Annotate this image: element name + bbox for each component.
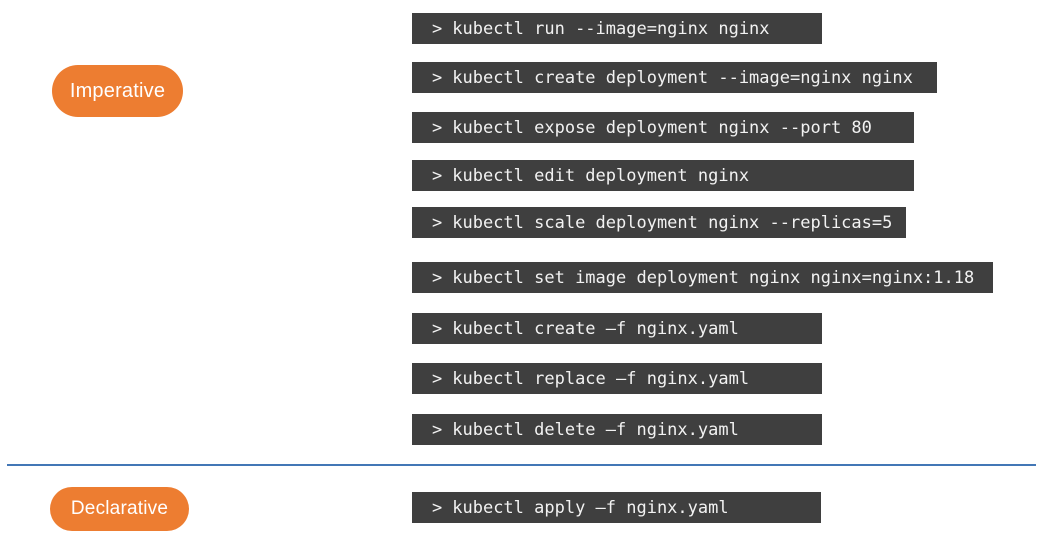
declarative-pill: Declarative — [50, 487, 189, 531]
prompt-character: > — [432, 67, 443, 88]
command-text: kubectl create –f nginx.yaml — [452, 318, 739, 339]
command-text: kubectl expose deployment nginx --port 8… — [452, 117, 872, 138]
imperative-pill: Imperative — [52, 65, 183, 117]
command-text: kubectl edit deployment nginx — [452, 165, 750, 186]
terminal-command-replace-f: > kubectl replace –f nginx.yaml — [412, 363, 822, 394]
prompt-character: > — [432, 497, 443, 518]
terminal-command-scale: > kubectl scale deployment nginx --repli… — [412, 207, 906, 238]
command-text: kubectl apply –f nginx.yaml — [452, 497, 729, 518]
prompt-character: > — [432, 165, 443, 186]
command-text: kubectl set image deployment nginx nginx… — [452, 267, 975, 288]
command-text: kubectl delete –f nginx.yaml — [452, 419, 739, 440]
prompt-character: > — [432, 267, 443, 288]
terminal-command-expose: > kubectl expose deployment nginx --port… — [412, 112, 914, 143]
prompt-character: > — [432, 18, 443, 39]
prompt-character: > — [432, 318, 443, 339]
command-text: kubectl create deployment --image=nginx … — [452, 67, 913, 88]
imperative-pill-label: Imperative — [69, 79, 166, 102]
command-text: kubectl replace –f nginx.yaml — [452, 368, 750, 389]
prompt-character: > — [432, 117, 443, 138]
terminal-command-edit: > kubectl edit deployment nginx — [412, 160, 914, 191]
command-text: kubectl run --image=nginx nginx — [452, 18, 770, 39]
prompt-character: > — [432, 368, 443, 389]
prompt-character: > — [432, 419, 443, 440]
terminal-command-create-f: > kubectl create –f nginx.yaml — [412, 313, 822, 344]
declarative-pill-label: Declarative — [70, 498, 169, 519]
section-divider — [7, 464, 1036, 466]
prompt-character: > — [432, 212, 443, 233]
terminal-command-run: > kubectl run --image=nginx nginx — [412, 13, 822, 44]
terminal-command-apply: > kubectl apply –f nginx.yaml — [412, 492, 821, 523]
terminal-command-delete-f: > kubectl delete –f nginx.yaml — [412, 414, 822, 445]
terminal-command-create-deployment: > kubectl create deployment --image=ngin… — [412, 62, 937, 93]
command-text: kubectl scale deployment nginx --replica… — [452, 212, 893, 233]
terminal-command-set-image: > kubectl set image deployment nginx ngi… — [412, 262, 993, 293]
